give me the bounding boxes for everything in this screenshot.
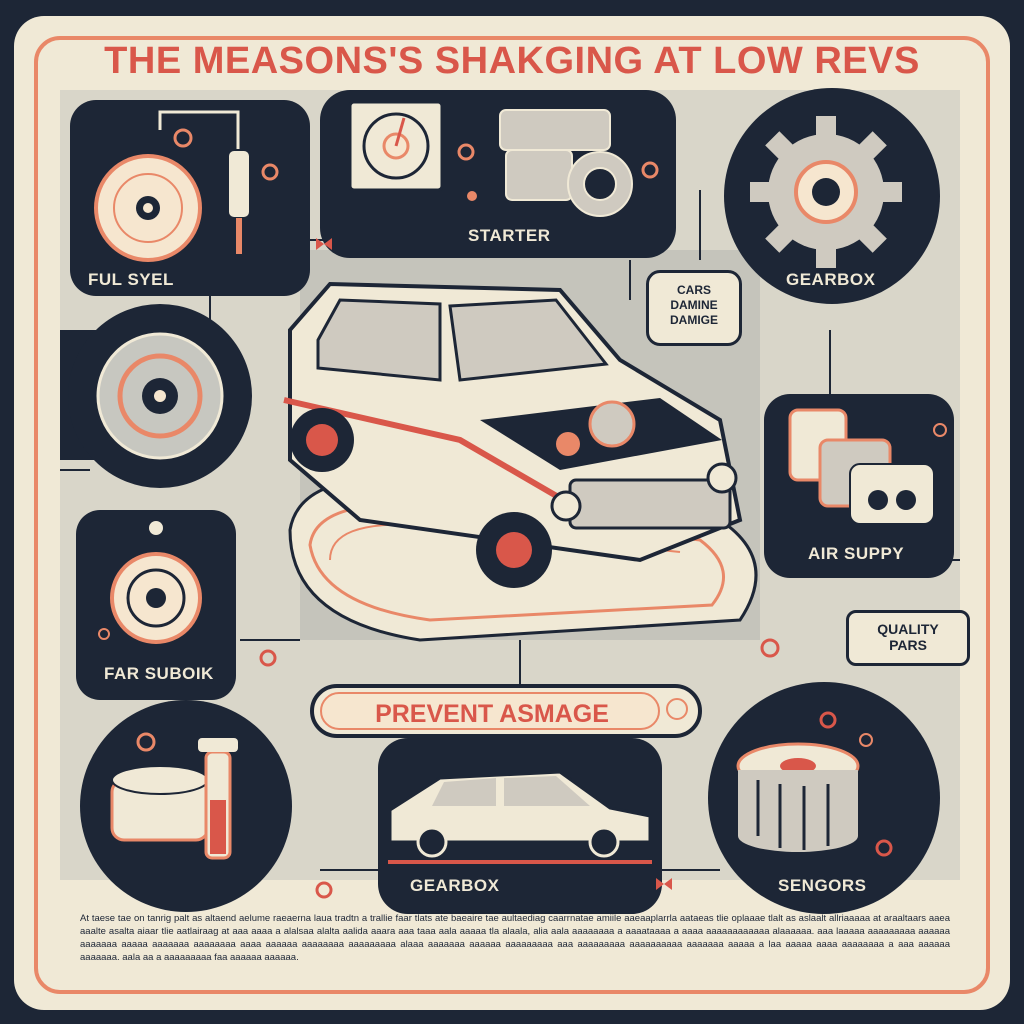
bubble-line-1: CARS (676, 283, 711, 297)
panel-label-gearbox-bottom: GEARBOX (410, 876, 500, 895)
quality-parts-tag: QUALITY PARS (846, 610, 970, 666)
panel-label-fan: FAR SUBOIK (104, 664, 214, 683)
banner-inner: PREVENT ASMAGE (320, 692, 660, 730)
air-supply-panel (764, 394, 954, 578)
speech-bubble: CARS DAMINE DAMIGE (646, 270, 742, 346)
panel-label-starter: STARTER (468, 226, 551, 245)
panel-label-fuel: FUL SYEL (88, 270, 174, 289)
fan-panel (76, 510, 236, 700)
poster-title: THE MEASONS'S SHAKGING AT LOW REVS (104, 40, 920, 82)
bubble-line-3: DAMIGE (670, 313, 718, 327)
banner-dot-icon (666, 698, 688, 720)
tag-line-1: QUALITY (877, 621, 939, 637)
panel-label-sensors: SENGORS (778, 876, 867, 895)
panel-label-air: AIR SUPPY (808, 544, 905, 563)
caption-text: At taese tae on tanrig palt as altaend a… (80, 913, 950, 963)
wheel-panel (60, 304, 252, 488)
bubble-line-2: DAMINE (670, 298, 718, 312)
tag-line-2: PARS (889, 637, 927, 653)
small-car-panel (378, 738, 662, 914)
fuel-system-panel (70, 100, 310, 296)
prevent-damage-banner: PREVENT ASMAGE (310, 684, 702, 738)
banner-text: PREVENT ASMAGE (375, 700, 609, 728)
gearbox-top-panel (724, 88, 940, 304)
starter-panel (320, 90, 676, 258)
syringe-panel (80, 700, 292, 912)
car-illustration (283, 281, 758, 642)
panel-label-gearbox-top: GEARBOX (786, 270, 876, 289)
